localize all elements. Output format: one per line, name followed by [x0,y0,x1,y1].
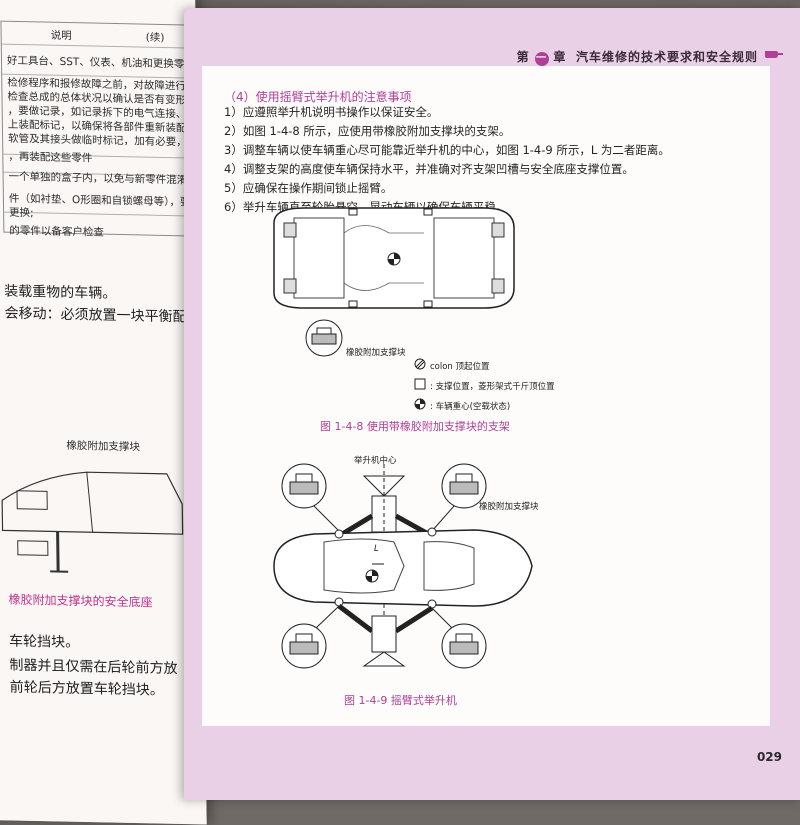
chapter-title: 汽车维修的技术要求和安全规则 [576,50,758,64]
page-number: 029 [757,750,782,764]
legend-3: : 车辆重心(空载状态) [430,400,510,412]
distance-label: L [374,544,379,554]
legend-2-text: 支撑位置，菱形架式千斤顶位置 [436,382,555,392]
legend-1-text: 顶起位置 [456,362,490,372]
legend-1: colon 顶起位置 [430,360,490,372]
left-page: 说明 (续) 好工具台、SST、仪表、机油和更换零件 检修程序和报修故障之前，对… [0,0,207,825]
jacking-point-icon [414,358,426,370]
chapter-header: 第 一 章 汽车维修的技术要求和安全规则 [517,48,758,66]
swing-arm-lift-diagram [254,456,554,686]
legend-2-marker: : [430,382,433,392]
section-title: （4）使用摇臂式举升机的注意事项 [224,88,412,105]
vehicle-underbody-diagram [264,203,524,313]
car-lift-illustration [0,430,188,584]
legend-3-marker: : [430,402,433,412]
step-5: 5）应确保在操作期间锁止摇臂。 [224,180,392,196]
left-bottom-line: 车轮挡块。 [9,630,79,651]
step-4: 4）调整支架的高度使车辆保持水平，并准确对齐支架凹槽与安全底座支撑位置。 [224,161,634,177]
left-text-line: 装载重物的车辆。 [4,281,116,303]
left-caption: 橡胶附加支撑块的安全底座 [8,590,152,610]
step-1: 1）应遵照举升机说明书操作以保证安全。 [224,104,438,120]
rubber-block-icon [304,318,344,358]
table-header: 说明 [51,28,72,43]
left-bottom-line: 制器并且仅需在后轮前方放 [9,654,177,678]
support-point-icon [414,378,426,390]
table-header-cont: (续) [146,30,165,45]
pointing-hand-icon [764,46,784,60]
left-figure-label: 橡胶附加支撑块 [66,438,140,455]
step-3: 3）调整车辆以使车辆重心尽可能靠近举升机的中心，如图 1-4-9 所示，L 为二… [224,142,670,158]
step-2: 2）如图 1-4-8 所示，应使用带橡胶附加支撑块的支架。 [224,123,510,139]
legend-2: : 支撑位置，菱形架式千斤顶位置 [430,380,555,392]
table-line: 的零件以备客户检查 [9,223,104,240]
chapter-num: 一 [535,52,549,66]
table-line: ，再装配这些零件 [8,149,92,166]
figure-1-caption: 图 1-4-8 使用带橡胶附加支撑块的支架 [320,418,510,434]
figure-2-caption: 图 1-4-9 摇臂式举升机 [344,692,457,708]
left-bottom-line: 前轮后方放置车轮挡块。 [10,676,164,699]
fig1-block-label: 橡胶附加支撑块 [346,346,406,358]
chapter-suffix: 章 [553,50,566,64]
center-of-gravity-icon [414,398,426,410]
chapter-prefix: 第 [517,50,530,64]
legend-1-marker: colon [430,362,453,372]
table-line: 更换; [9,205,34,221]
legend-3-text: 车辆重心(空载状态) [436,402,511,412]
right-page: 第 一 章 汽车维修的技术要求和安全规则 （4）使用摇臂式举升机的注意事项 1）… [184,8,800,800]
